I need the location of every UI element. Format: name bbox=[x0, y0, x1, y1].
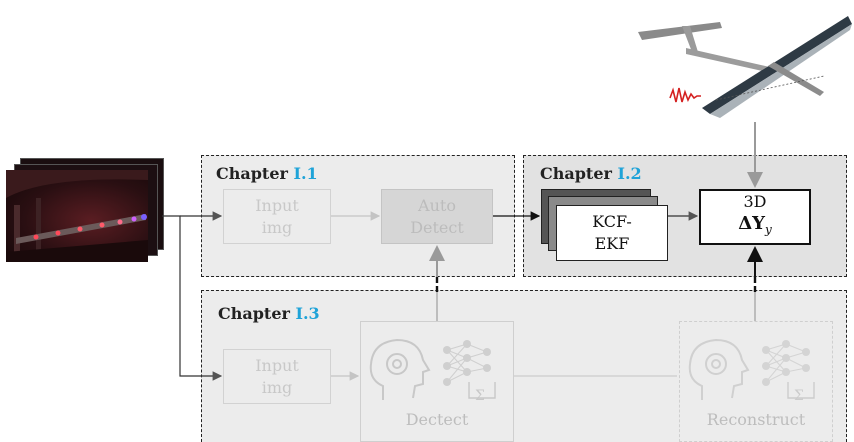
chapter-3-input-box: Input img bbox=[223, 349, 331, 404]
chapter-3-title: Chapter I.3 bbox=[218, 304, 320, 323]
3d-output-line1: 3D bbox=[743, 192, 767, 212]
camera-frame-front bbox=[6, 170, 148, 262]
chapter-1-ref[interactable]: I.1 bbox=[293, 164, 318, 183]
chapter-3-panel: Chapter I.3 bbox=[201, 290, 847, 442]
led-wing-photo bbox=[6, 170, 148, 262]
delta-y-label: ΔYy bbox=[738, 213, 772, 237]
detect-caption: Dectect bbox=[405, 410, 469, 429]
3d-output-box: 3D ΔYy bbox=[699, 189, 811, 245]
reconstruct-network-box: Σ Reconstruct bbox=[679, 321, 833, 442]
chapter-1-title: Chapter I.1 bbox=[216, 164, 318, 183]
reconstruct-caption: Reconstruct bbox=[706, 410, 806, 429]
aircraft-illustration bbox=[638, 16, 852, 118]
ai-head-network-icon-2: Σ bbox=[688, 338, 815, 404]
chapter-1-input-box: Input img bbox=[223, 189, 331, 244]
camera-image-stack bbox=[6, 158, 166, 264]
chapter-2-title: Chapter I.2 bbox=[540, 164, 642, 183]
chapter-3-ref[interactable]: I.3 bbox=[295, 304, 320, 323]
svg-text:Σ: Σ bbox=[794, 388, 804, 404]
chapter-2-ref[interactable]: I.2 bbox=[617, 164, 642, 183]
chapter-1-auto-detect-box: Auto Detect bbox=[381, 189, 493, 244]
kcf-ekf-box: KCF- EKF bbox=[556, 205, 668, 261]
ai-head-network-icon: Σ bbox=[369, 338, 496, 404]
svg-text:Σ: Σ bbox=[475, 388, 485, 404]
